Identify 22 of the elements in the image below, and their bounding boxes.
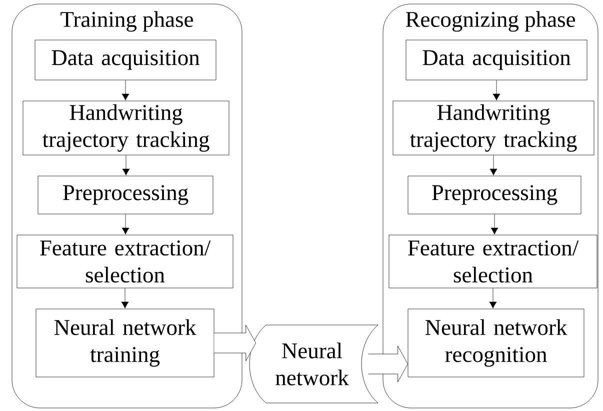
- process-box: Handwriting trajectory tracking: [392, 100, 594, 156]
- arrow: [122, 214, 130, 234]
- process-box: Feature extraction/ selection: [16, 234, 234, 288]
- arrow: [121, 288, 129, 308]
- process-box: Neural network training: [36, 308, 214, 378]
- arrow: [492, 80, 500, 100]
- phase-title: Recognizing phase: [406, 11, 576, 32]
- phase-title: Training phase: [60, 11, 193, 32]
- process-box: Preprocessing: [38, 176, 214, 214]
- arrow: [490, 155, 498, 176]
- arrow: [489, 288, 497, 308]
- process-box: Feature extraction/ selection: [388, 234, 598, 288]
- process-box: Data acquisition: [406, 40, 588, 80]
- arrow: [122, 80, 130, 100]
- block-arrow: [368, 346, 408, 382]
- process-box: Neural network recognition: [408, 308, 584, 378]
- arrow: [122, 155, 130, 176]
- arrow: [490, 214, 498, 234]
- process-box: Handwriting trajectory tracking: [22, 100, 230, 156]
- block-arrow: [214, 324, 256, 362]
- process-box: Data acquisition: [34, 40, 216, 80]
- process-box: Preprocessing: [408, 176, 582, 214]
